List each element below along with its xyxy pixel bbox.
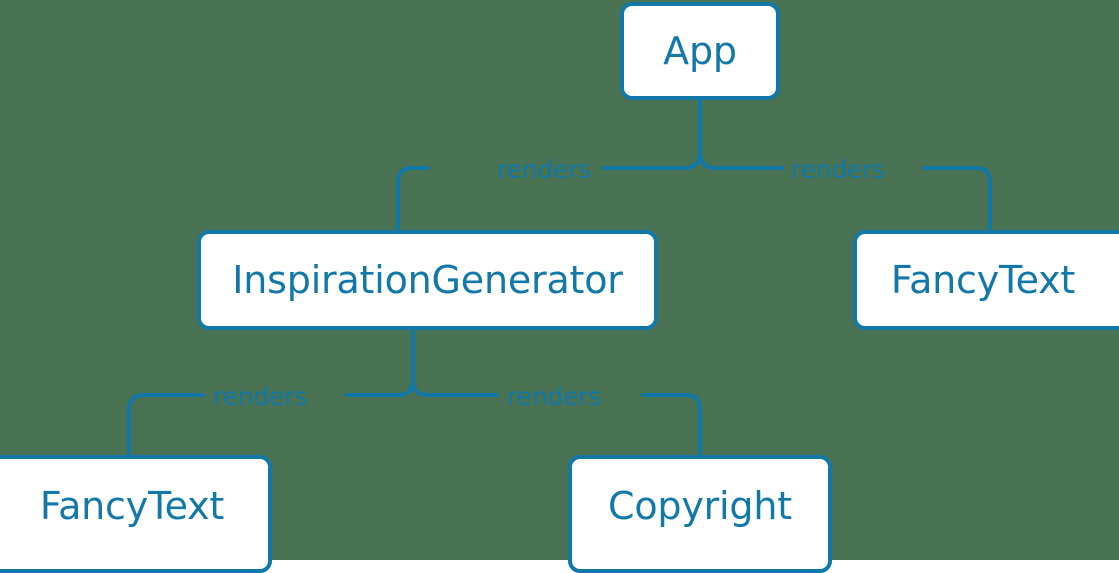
edge-label-app-inspirationgenerator: renders — [497, 155, 592, 184]
edge-app-to-fancytext-right — [714, 166, 992, 232]
node-copyright-label: Copyright — [608, 484, 792, 528]
node-fancytext-left[interactable]: FancyText — [0, 455, 272, 573]
edge-app-stem-right — [698, 150, 718, 170]
node-copyright[interactable]: Copyright — [568, 455, 832, 573]
edge-app-stem — [682, 98, 702, 170]
edge-inspirationgenerator-stem — [396, 328, 415, 397]
node-app[interactable]: App — [620, 2, 780, 100]
edge-connector-layer — [127, 98, 992, 457]
edge-label-inspirationgenerator-fancytext-left: renders — [213, 382, 308, 411]
node-inspirationgenerator[interactable]: InspirationGenerator — [197, 230, 658, 330]
node-app-label: App — [663, 29, 737, 73]
edge-label-inspirationgenerator-copyright: renders — [507, 382, 602, 411]
edge-label-app-fancytext-right: renders — [791, 155, 886, 184]
edge-app-to-inspirationgenerator — [396, 166, 686, 232]
edge-inspirationgenerator-stem-right — [411, 378, 430, 397]
node-fancytext-right-label: FancyText — [890, 258, 1076, 302]
node-fancytext-left-label: FancyText — [39, 484, 225, 528]
edge-inspirationgenerator-to-fancytext-left — [127, 393, 400, 457]
edge-inspirationgenerator-to-copyright — [426, 393, 702, 457]
node-fancytext-right[interactable]: FancyText — [853, 230, 1119, 330]
node-inspirationgenerator-label: InspirationGenerator — [232, 258, 623, 302]
